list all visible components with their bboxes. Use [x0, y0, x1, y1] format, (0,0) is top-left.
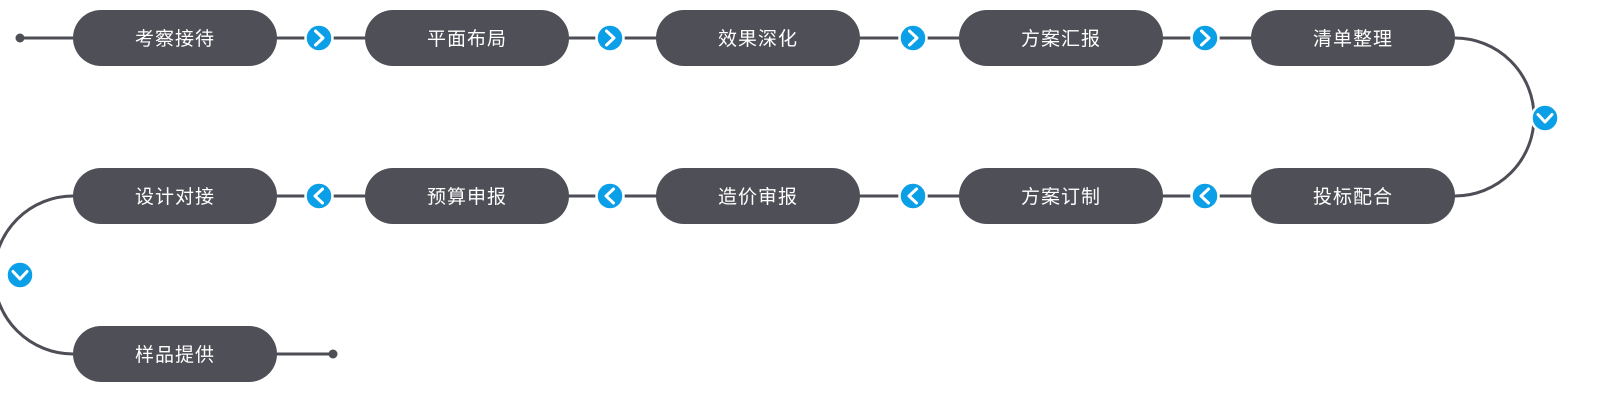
step-pill-shape	[656, 168, 860, 224]
chevron-left-icon	[898, 181, 928, 211]
step-pill: 造价审报	[656, 168, 860, 224]
step-pill-shape	[656, 10, 860, 66]
step-pill: 方案订制	[959, 168, 1163, 224]
step-pill-shape	[1251, 168, 1455, 224]
step-pill-shape	[73, 326, 277, 382]
chevron-right-icon	[304, 23, 334, 53]
step-pill: 清单整理	[1251, 10, 1455, 66]
step-label: 平面布局	[427, 28, 507, 50]
step-label: 方案订制	[1021, 186, 1101, 208]
step-pill: 投标配合	[1251, 168, 1455, 224]
start-dot	[15, 33, 25, 43]
step-label: 效果深化	[718, 28, 798, 50]
step-label: 设计对接	[135, 186, 215, 208]
step-label: 清单整理	[1313, 28, 1393, 50]
chevron-left-icon	[595, 181, 625, 211]
chevron-left-icon	[304, 181, 334, 211]
chevron-down-icon	[1530, 103, 1560, 133]
chevron-right-icon	[595, 23, 625, 53]
chevron-right-icon	[898, 23, 928, 53]
step-label: 预算申报	[427, 186, 507, 208]
step-pill: 平面布局	[365, 10, 569, 66]
step-pill-shape	[959, 10, 1163, 66]
step-pill-shape	[959, 168, 1163, 224]
step-pill-shape	[365, 168, 569, 224]
step-pill-shape	[1251, 10, 1455, 66]
direction-arrows	[5, 23, 1560, 290]
step-pill: 方案汇报	[959, 10, 1163, 66]
step-pill: 预算申报	[365, 168, 569, 224]
step-label: 方案汇报	[1021, 28, 1101, 50]
step-pill: 效果深化	[656, 10, 860, 66]
chevron-down-icon	[5, 260, 35, 290]
chevron-left-icon	[1190, 181, 1220, 211]
step-label: 样品提供	[135, 344, 215, 366]
step-label: 考察接待	[135, 28, 215, 50]
step-label: 投标配合	[1313, 186, 1393, 208]
step-pill: 考察接待	[73, 10, 277, 66]
step-label: 造价审报	[718, 186, 798, 208]
step-pill-shape	[73, 168, 277, 224]
end-dot	[328, 349, 338, 359]
step-pill: 样品提供	[73, 326, 277, 382]
chevron-right-icon	[1190, 23, 1220, 53]
step-pill: 设计对接	[73, 168, 277, 224]
step-pill-shape	[73, 10, 277, 66]
step-pill-shape	[365, 10, 569, 66]
